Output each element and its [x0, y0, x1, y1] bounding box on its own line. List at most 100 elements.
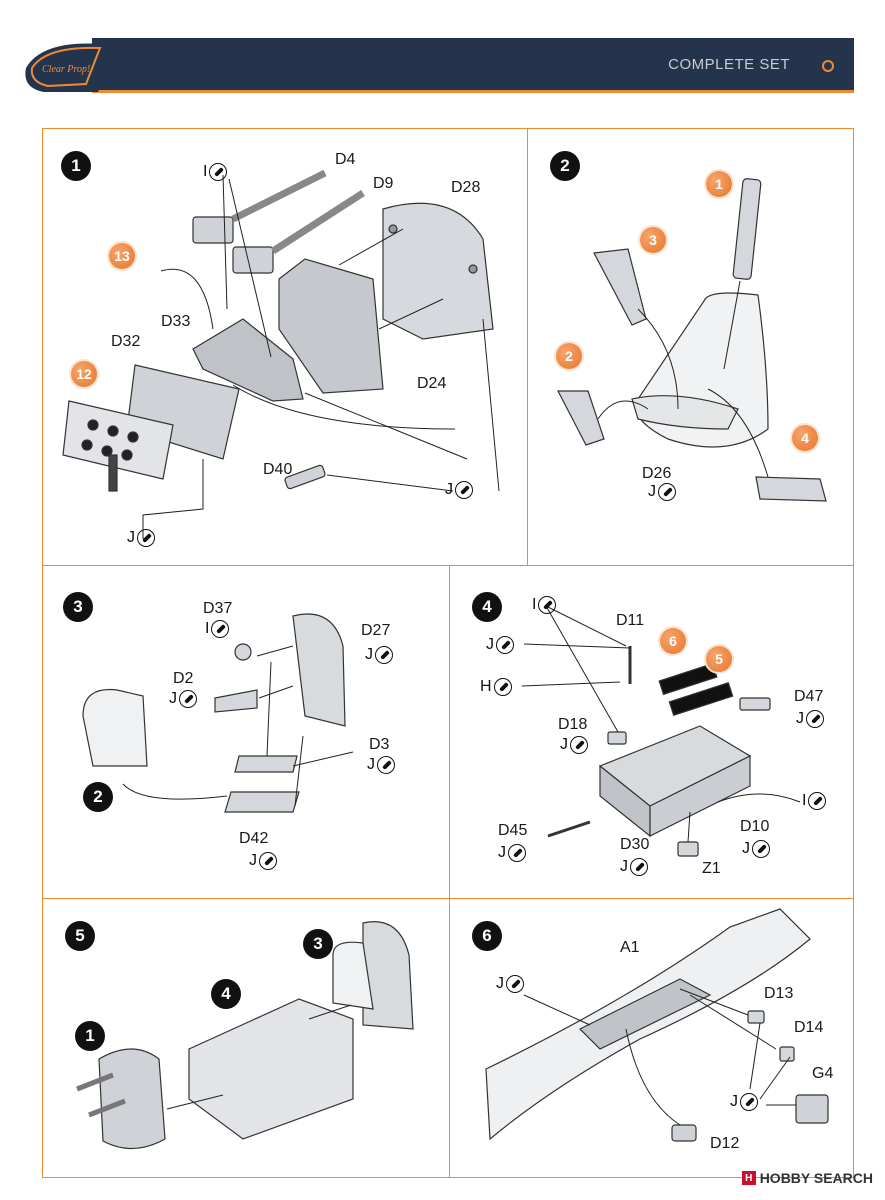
part-label-D10: D10: [740, 818, 770, 835]
glue-J: J: [367, 756, 395, 774]
glue-I: I: [532, 596, 557, 614]
step-3-drawing: [82, 613, 354, 813]
cement-icon: [209, 163, 228, 181]
cement-icon: [658, 483, 676, 501]
step-1-panel: 1: [42, 128, 528, 566]
callout-4: 4: [792, 425, 818, 451]
step-ref-2: 2: [83, 782, 113, 812]
cement-icon: [137, 529, 155, 547]
step-3-panel: 3 D37 I D27 J D2 J D3 J D42 J 2: [42, 565, 450, 899]
part-label-A1: A1: [620, 939, 640, 956]
callout-1: 1: [706, 171, 732, 197]
glue-J: J: [486, 636, 514, 654]
callout-5: 5: [706, 646, 732, 672]
part-label-D2: D2: [173, 670, 194, 687]
part-label-D13: D13: [764, 985, 794, 1002]
step-number: 5: [65, 921, 95, 951]
part-label-D45: D45: [498, 822, 528, 839]
glue-J: J: [498, 844, 526, 862]
part-label-D11: D11: [616, 612, 645, 629]
part-label-D3: D3: [369, 736, 390, 753]
glue-J: J: [445, 481, 473, 499]
cement-icon: [455, 481, 473, 499]
cement-icon: [806, 710, 824, 728]
glue-J: J: [648, 483, 676, 501]
part-label-G4: G4: [812, 1065, 834, 1082]
callout-13: 13: [109, 243, 135, 269]
callout-3: 3: [640, 227, 666, 253]
part-label-Z1: Z1: [702, 860, 721, 877]
header: COMPLETE SET Clear Prop!: [22, 38, 854, 94]
cement-icon: [538, 596, 557, 614]
cement-icon: [259, 852, 277, 870]
cement-icon: [630, 858, 648, 876]
cement-icon: [808, 792, 827, 810]
part-label-D32: D32: [111, 333, 141, 350]
part-label-D18: D18: [558, 716, 588, 733]
part-label-D47: D47: [794, 688, 824, 705]
set-dot-icon: [822, 60, 834, 72]
part-label-D27: D27: [361, 622, 391, 639]
glue-J: J: [730, 1093, 758, 1111]
glue-J: J: [249, 852, 277, 870]
part-label-D24: D24: [417, 375, 447, 392]
step-number: 3: [63, 592, 93, 622]
part-label-D28: D28: [451, 179, 481, 196]
step-2-drawing: [557, 178, 827, 502]
hobby-search-icon: H: [741, 1171, 756, 1185]
step-4-panel: 4 6 5 I D11 J H D47 J D18 J I D45 J: [449, 565, 854, 899]
glue-J: J: [365, 646, 393, 664]
glue-J: J: [560, 736, 588, 754]
cement-icon: [508, 844, 526, 862]
brand-logo: Clear Prop!: [25, 43, 119, 92]
step-6-panel: 6 A1 J D13 D14 G4 J D12: [449, 898, 854, 1178]
step-1-drawing: [62, 169, 500, 539]
callout-12: 12: [71, 361, 97, 387]
part-label-D42: D42: [239, 830, 269, 847]
cement-icon: [752, 840, 770, 858]
set-label: COMPLETE SET: [668, 56, 790, 73]
part-label-D12: D12: [710, 1135, 740, 1152]
glue-I: I: [802, 792, 827, 810]
cement-icon: [179, 690, 197, 708]
step-5-drawing: [76, 921, 414, 1150]
part-label-D33: D33: [161, 313, 191, 330]
step-number: 1: [61, 151, 91, 181]
cement-icon: [375, 646, 393, 664]
cement-icon: [211, 620, 230, 638]
cement-icon: [740, 1093, 758, 1111]
step-ref-3: 3: [303, 929, 333, 959]
callout-6: 6: [660, 628, 686, 654]
step-ref-1: 1: [75, 1021, 105, 1051]
glue-I: I: [203, 163, 228, 181]
glue-J: J: [742, 840, 770, 858]
step-6-drawing: [485, 908, 829, 1142]
step-number: 4: [472, 592, 502, 622]
part-label-D40: D40: [263, 461, 293, 478]
step-4-drawing: [521, 605, 801, 857]
cement-icon: [570, 736, 588, 754]
glue-J: J: [796, 710, 824, 728]
glue-H: H: [480, 678, 512, 696]
part-label-D14: D14: [794, 1019, 824, 1036]
part-label-D4: D4: [335, 151, 356, 168]
step-5-panel: 5 3 4 1: [42, 898, 450, 1178]
callout-2: 2: [556, 343, 582, 369]
glue-J: J: [496, 975, 524, 993]
part-label-D30: D30: [620, 836, 650, 853]
svg-text:Clear Prop!: Clear Prop!: [42, 64, 90, 75]
step-ref-4: 4: [211, 979, 241, 1009]
part-label-D26: D26: [642, 465, 672, 482]
step-2-panel: 2 1 3 2 4 D26 J: [527, 128, 854, 566]
glue-J: J: [127, 529, 155, 547]
watermark-text: HOBBY SEARCH: [759, 1170, 873, 1186]
watermark: H HOBBY SEARCH: [741, 1170, 873, 1186]
step-number: 6: [472, 921, 502, 951]
glue-I: I: [205, 620, 230, 638]
step-number: 2: [550, 151, 580, 181]
cement-icon: [377, 756, 395, 774]
cement-icon: [493, 678, 512, 696]
cement-icon: [506, 975, 524, 993]
cement-icon: [496, 636, 514, 654]
glue-J: J: [620, 858, 648, 876]
